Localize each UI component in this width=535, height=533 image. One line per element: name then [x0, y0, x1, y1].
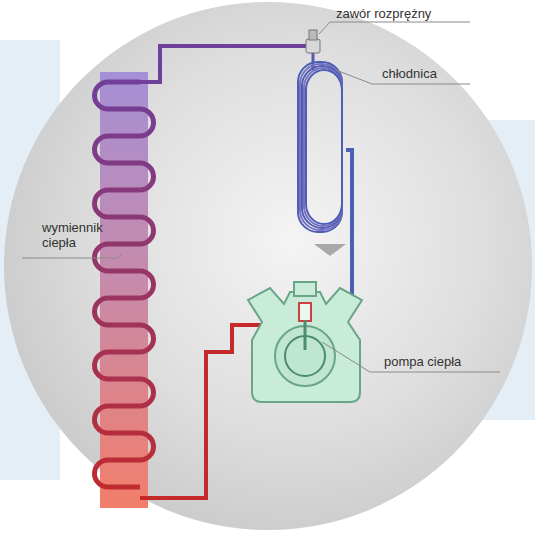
background-disc — [4, 2, 532, 530]
leader-line — [319, 22, 470, 34]
pipe — [345, 150, 352, 300]
part-label: wymiennik ciepła — [42, 220, 118, 250]
compressor — [248, 282, 362, 402]
part-label: zawór rozprężny — [336, 6, 431, 21]
valve-stem — [309, 30, 317, 40]
coil-loop — [300, 64, 342, 230]
piston — [299, 303, 311, 321]
conrod — [304, 320, 307, 350]
coil-loop — [302, 66, 342, 228]
coil-loop — [306, 70, 342, 224]
pipe — [140, 46, 312, 82]
coil-tube — [95, 82, 154, 487]
exchanger-coil — [95, 82, 154, 487]
cooler-coil — [298, 62, 342, 232]
compressor-body — [248, 288, 362, 402]
cylinder-head — [294, 282, 316, 296]
flow-arrow — [314, 244, 346, 256]
leader-line — [22, 254, 122, 258]
part-label: pompa ciepła — [384, 354, 461, 369]
expansion-valve — [306, 39, 320, 53]
pipe — [140, 325, 260, 498]
part-label: chłodnica — [382, 66, 437, 81]
leader-line — [322, 342, 500, 372]
coil-loop — [298, 62, 342, 232]
coil-loop — [304, 68, 342, 226]
